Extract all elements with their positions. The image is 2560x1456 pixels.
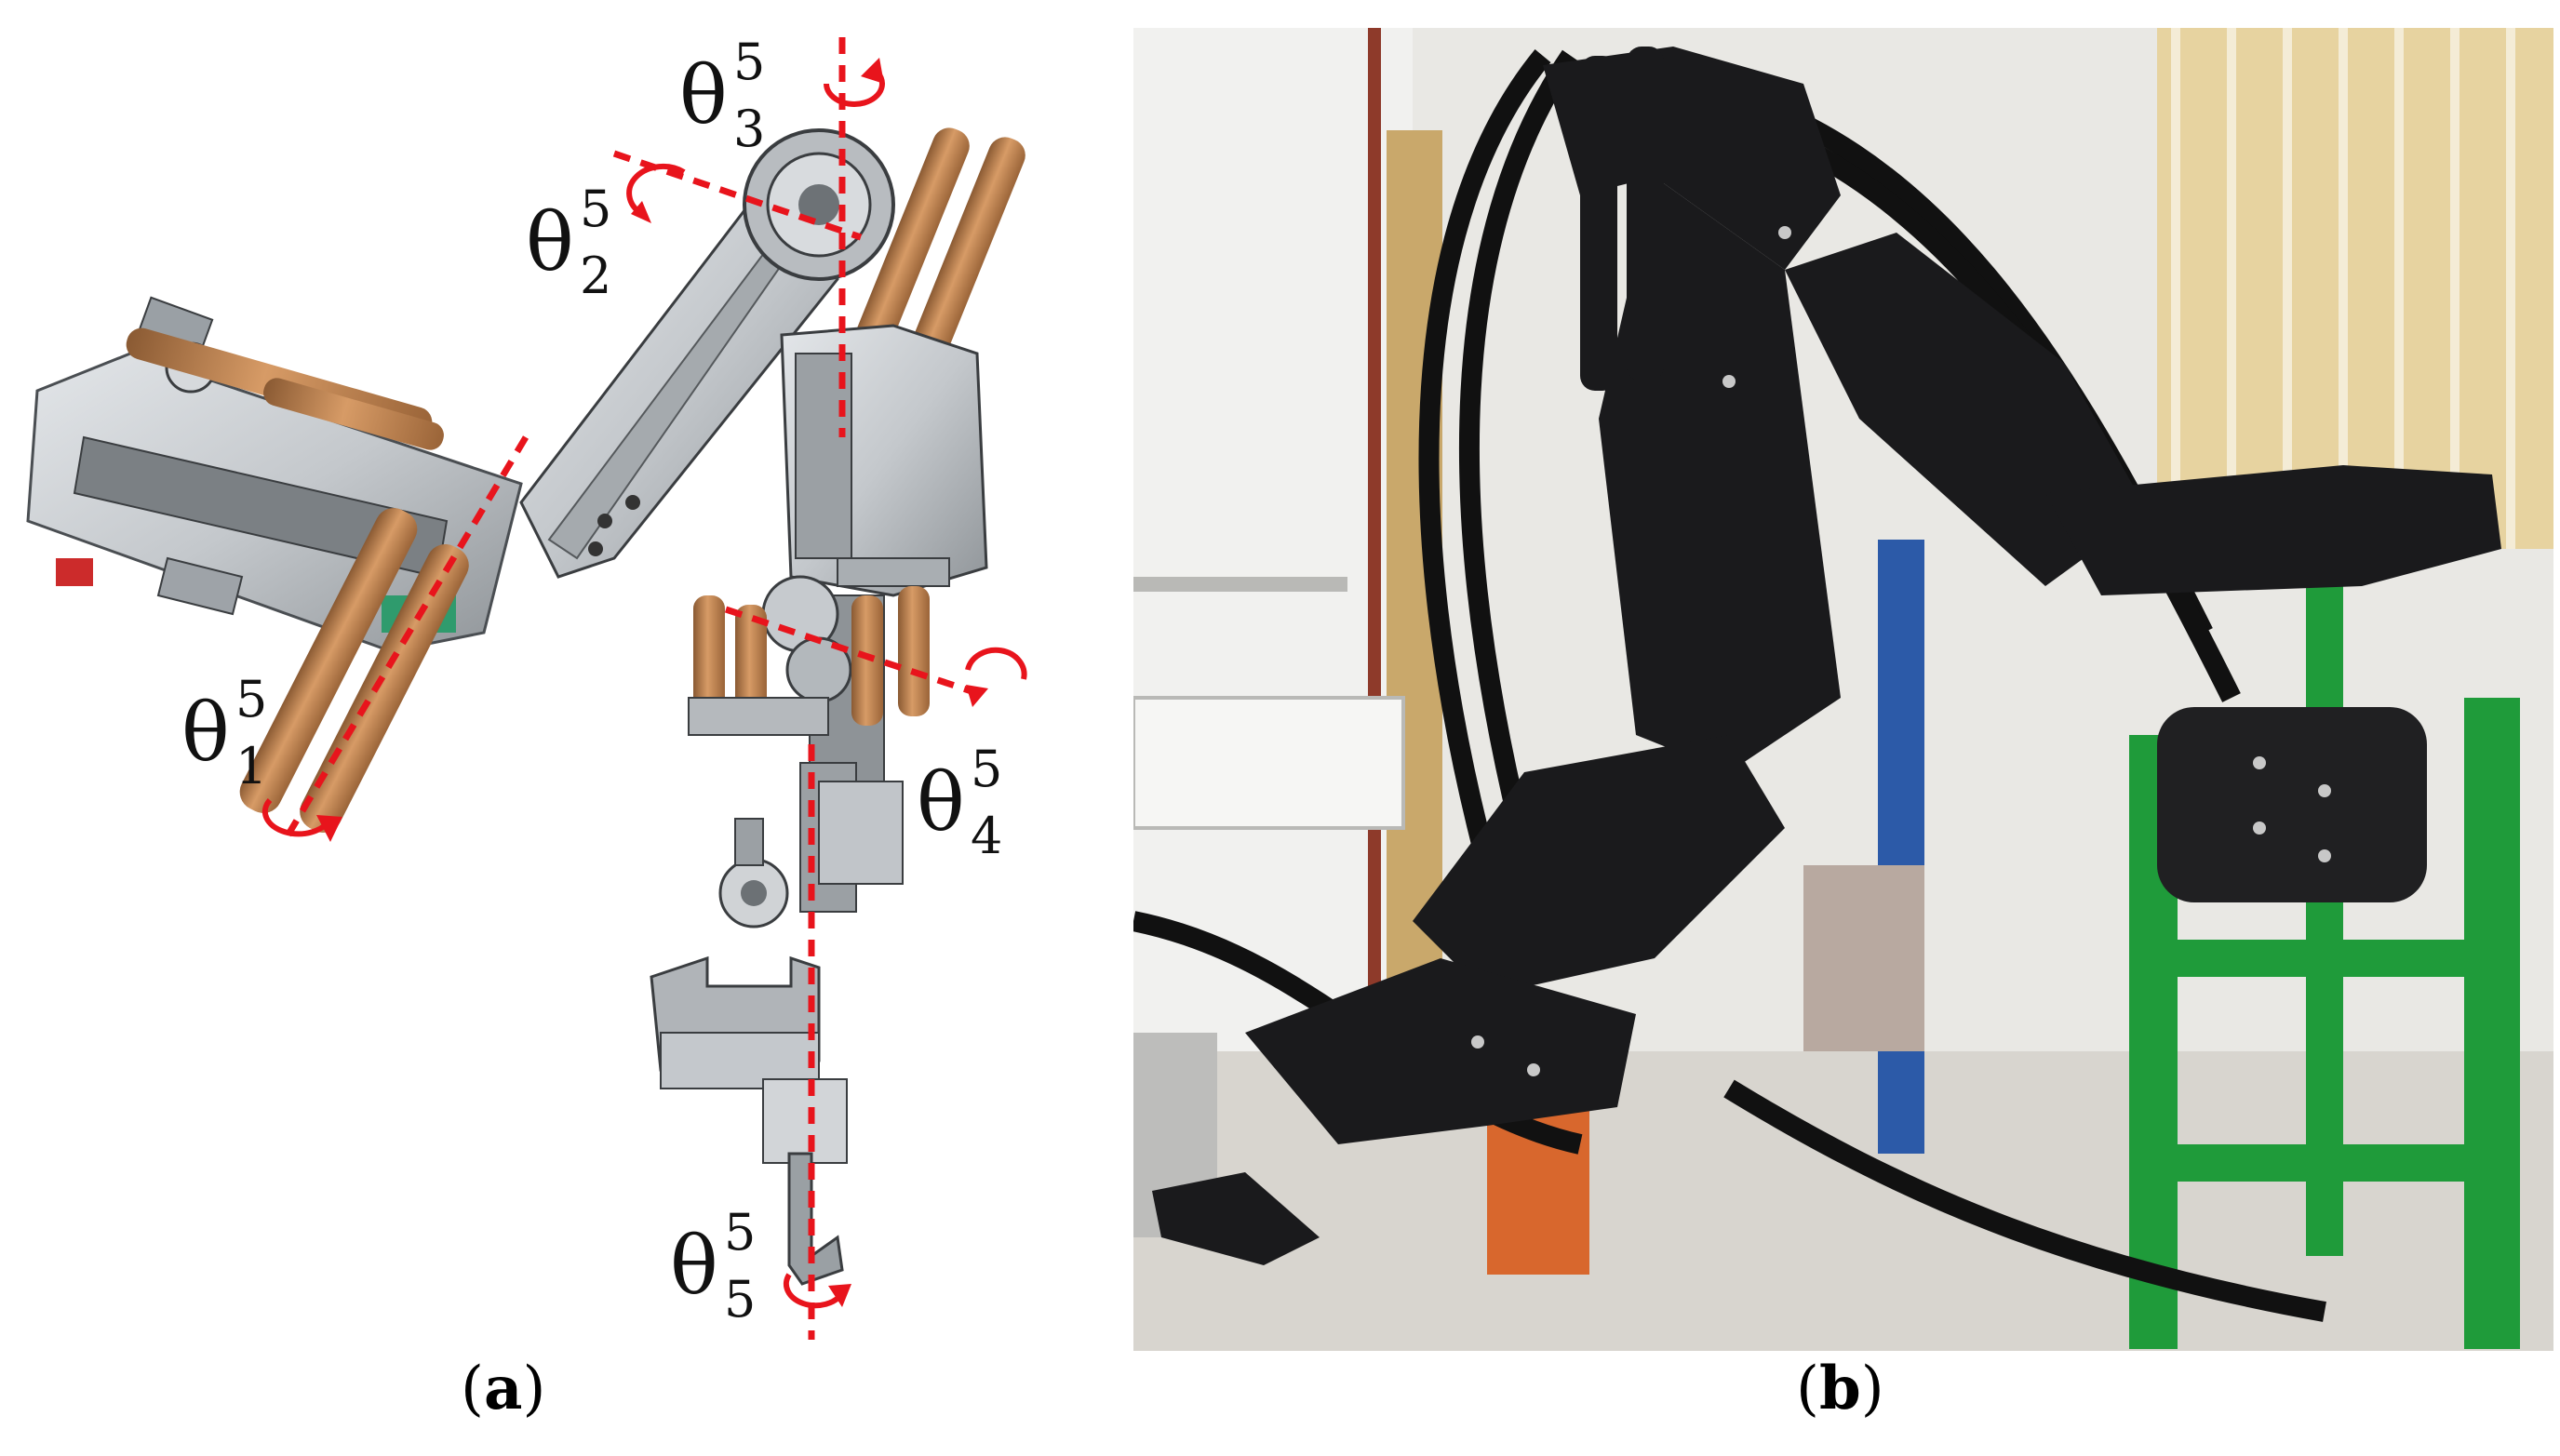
rotation-arrow-icon bbox=[965, 647, 1027, 707]
panel-a-cad-drawing: θ 5 3 θ 5 2 θ 5 1 θ 5 4 θ 5 5 bbox=[0, 0, 1098, 1340]
wrist-column bbox=[761, 324, 988, 820]
axis-theta4 bbox=[724, 606, 979, 697]
angle-label-theta4: θ 5 4 bbox=[917, 740, 1003, 865]
shoulder-cylinders bbox=[854, 127, 1025, 366]
angle-label-theta2: θ 5 2 bbox=[526, 180, 612, 305]
panel-b-photo bbox=[1133, 28, 2553, 1351]
angle-label-theta5: θ 5 5 bbox=[670, 1203, 757, 1329]
rotation-arrow-icon bbox=[261, 798, 342, 842]
robot-arm-body bbox=[1152, 47, 2501, 1265]
angle-label-theta3: θ 5 3 bbox=[679, 33, 766, 158]
boom-cylinders bbox=[239, 508, 469, 834]
shoulder-pulley bbox=[743, 128, 895, 281]
angle-label-theta1: θ 5 1 bbox=[181, 670, 268, 795]
caption-b: (b) bbox=[1796, 1354, 1884, 1423]
end-effector bbox=[650, 955, 848, 1286]
gripper-cylinders bbox=[126, 327, 444, 450]
cad-robot-arm-illustration bbox=[26, 37, 1027, 1340]
rotation-arrow-icon bbox=[824, 58, 885, 107]
robot-arm-photo bbox=[1133, 28, 2553, 1351]
rotation-arrow-icon bbox=[783, 1273, 851, 1309]
axis-theta1 bbox=[280, 435, 529, 844]
rotation-arrow-icon bbox=[626, 163, 686, 223]
caption-a: (a) bbox=[461, 1354, 546, 1423]
